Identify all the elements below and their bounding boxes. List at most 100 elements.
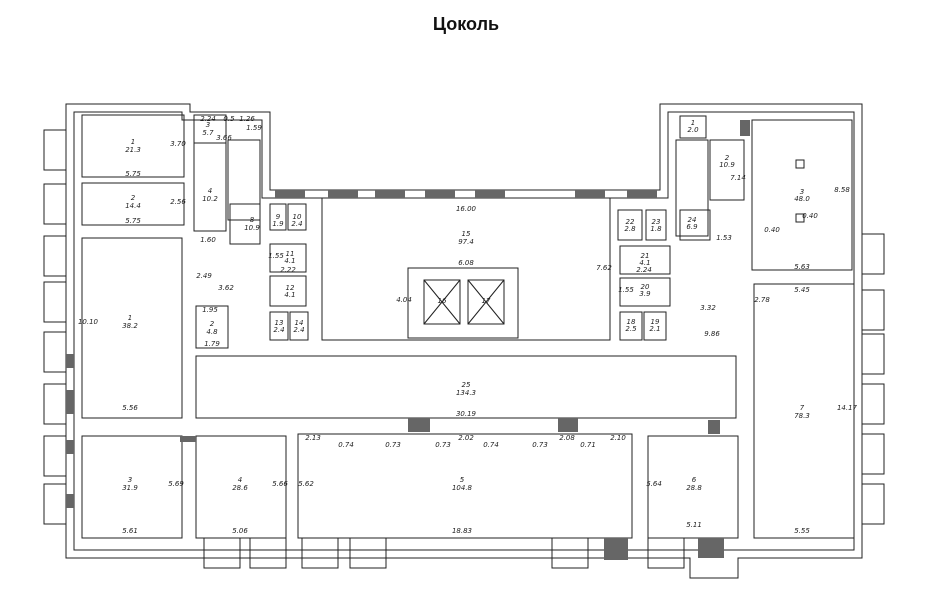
room-num: 16 <box>438 297 447 305</box>
dim: 5.75 <box>125 217 141 225</box>
room-r15 <box>321 197 611 341</box>
room-r12 <box>269 275 307 307</box>
dim: 30.19 <box>456 410 477 418</box>
room-num: 11 <box>286 250 295 258</box>
room-num: 24 <box>688 216 697 224</box>
dim: 0.73 <box>385 441 401 449</box>
room-area: 48.0 <box>794 195 810 203</box>
room-num: 10 <box>293 213 302 221</box>
room-area: 31.9 <box>122 484 138 492</box>
room-num: 14 <box>295 319 304 327</box>
room-area: 10.9 <box>719 161 735 169</box>
room-area: 10.9 <box>244 224 260 232</box>
room-num: 4 <box>208 187 212 195</box>
room-area: 6.9 <box>686 223 698 231</box>
room-r10 <box>287 203 307 231</box>
dim: 9.86 <box>704 330 720 338</box>
dim: 1.26 <box>239 115 255 123</box>
lift-shaft <box>407 267 519 339</box>
dim: 0.74 <box>338 441 354 449</box>
room-area: 134.3 <box>456 389 476 397</box>
room-area: 2.4 <box>291 220 302 228</box>
dim: 2.24 <box>200 115 216 123</box>
room-num: 1 <box>131 138 135 146</box>
dim: 2.02 <box>458 434 474 442</box>
room-r4a <box>193 142 227 232</box>
dim: 2.56 <box>170 198 186 206</box>
room-r17 <box>467 279 505 325</box>
room-num: 19 <box>651 318 660 326</box>
room-r21 <box>619 245 671 275</box>
room-labels: 1 21.3 2 14.4 1 38.2 3 31.9 3 5.7 4 10.2… <box>122 119 810 492</box>
dim: 0.74 <box>483 441 499 449</box>
room-r3c <box>751 119 853 271</box>
dim: 5.06 <box>232 527 248 535</box>
room-num: 3 <box>206 121 210 129</box>
inner-wall <box>73 111 855 551</box>
room-area: 97.4 <box>458 238 474 246</box>
room-r2b <box>195 305 229 349</box>
dim: 5.45 <box>794 286 810 294</box>
room-num: 12 <box>286 284 295 292</box>
room-num: 22 <box>626 218 635 226</box>
dim: 5.62 <box>298 480 314 488</box>
room-num: 20 <box>641 283 650 291</box>
dim: 2.24 <box>636 266 652 274</box>
dim: 2.22 <box>280 266 296 274</box>
dim: 6.08 <box>458 259 474 267</box>
stair-right <box>675 139 709 237</box>
room-num: 8 <box>250 216 255 224</box>
dim: 5.66 <box>272 480 288 488</box>
room-num: 3 <box>128 476 132 484</box>
room-r20 <box>619 277 671 307</box>
room-num: 3 <box>800 188 804 196</box>
room-area: 4.8 <box>206 328 218 336</box>
room-area: 2.5 <box>625 325 637 333</box>
room-area: 4.1 <box>639 259 650 267</box>
dim: 2.08 <box>559 434 575 442</box>
dim: 0.40 <box>802 212 818 220</box>
dim: 2.78 <box>754 296 770 304</box>
room-r4b <box>195 435 287 539</box>
dim: 2.49 <box>196 272 212 280</box>
room-r3a <box>81 435 183 539</box>
room-area: 2.0 <box>687 126 699 134</box>
dim: 2.10 <box>610 434 626 442</box>
room-area: 78.3 <box>794 412 810 420</box>
dim: 1.95 <box>202 306 218 314</box>
room-r13 <box>269 311 289 341</box>
room-num: 5 <box>460 476 465 484</box>
dim: 16.00 <box>456 205 477 213</box>
room-area: 4.1 <box>284 291 295 299</box>
room-num: 2 <box>131 194 136 202</box>
dim: 0.71 <box>580 441 596 449</box>
room-r11 <box>269 243 307 273</box>
dim: 5.63 <box>794 263 810 271</box>
room-area: 1.8 <box>650 225 662 233</box>
room-area: 21.3 <box>125 146 141 154</box>
room-num: 6 <box>692 476 697 484</box>
room-area: 28.6 <box>232 484 248 492</box>
dim: 14.17 <box>837 404 858 412</box>
dim: 1.53 <box>716 234 732 242</box>
dim: 7.14 <box>730 174 746 182</box>
room-r23 <box>645 209 667 241</box>
dim: 1.55 <box>268 252 284 260</box>
room-r5 <box>297 433 633 539</box>
dim: 10.10 <box>78 318 99 326</box>
dimension-labels: 3.70 5.75 2.56 5.75 10.10 5.56 5.61 5.69… <box>78 115 858 535</box>
room-r6 <box>647 435 739 539</box>
room-num: 17 <box>482 297 491 305</box>
room-area: 2.1 <box>649 325 660 333</box>
room-r19 <box>643 311 667 341</box>
room-r2a <box>81 182 185 226</box>
stair-left <box>227 139 261 221</box>
room-area: 38.2 <box>122 322 138 330</box>
room-num: 15 <box>462 230 471 238</box>
room-r24 <box>679 209 711 241</box>
room-r16 <box>423 279 461 325</box>
dim: 3.70 <box>170 140 186 148</box>
room-r18 <box>619 311 643 341</box>
room-r22 <box>617 209 643 241</box>
room-num: 25 <box>462 381 471 389</box>
